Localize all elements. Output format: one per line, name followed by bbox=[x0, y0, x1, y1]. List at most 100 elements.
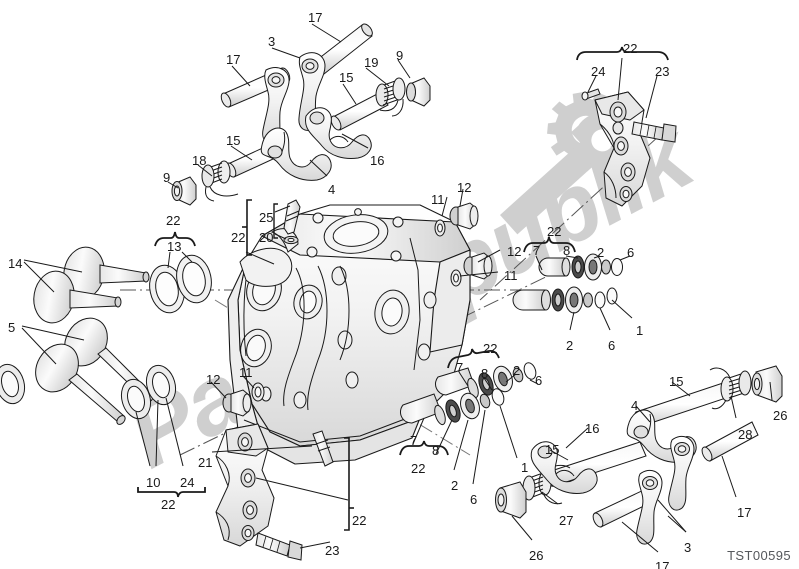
callout-4: 4 bbox=[631, 398, 639, 413]
plug-12-lower bbox=[222, 389, 252, 417]
leader-lines bbox=[21, 23, 773, 553]
rocker-arm-3-upper bbox=[298, 52, 326, 131]
spring-28 bbox=[709, 367, 752, 410]
callout-12: 12 bbox=[206, 372, 221, 387]
callout-23: 23 bbox=[325, 543, 340, 558]
cam-bearing-bracket-bottom bbox=[215, 423, 275, 547]
callout-22: 22 bbox=[411, 461, 426, 476]
shift-fork-16 bbox=[305, 107, 372, 159]
callout-6: 6 bbox=[627, 245, 635, 260]
cam-tunnel-ribs bbox=[243, 237, 421, 443]
bolt-23-top bbox=[631, 121, 677, 143]
callout-4: 4 bbox=[328, 182, 336, 197]
callout-20: 20 bbox=[259, 230, 274, 245]
callout-11: 11 bbox=[504, 268, 518, 283]
callout-21: 21 bbox=[198, 455, 213, 470]
rocker-shaft-17-br-upper bbox=[701, 421, 759, 462]
callout-8: 8 bbox=[432, 443, 440, 458]
valve-14-upper bbox=[63, 246, 150, 300]
callout-11: 11 bbox=[239, 365, 253, 380]
callout-22: 22 bbox=[352, 513, 367, 528]
callout-15: 15 bbox=[226, 133, 241, 148]
rocker-arm-3-br-upper bbox=[668, 435, 695, 511]
callout-22: 22 bbox=[483, 341, 498, 356]
callout-6: 6 bbox=[470, 492, 478, 507]
callout-8: 8 bbox=[481, 366, 489, 381]
callout-25: 25 bbox=[259, 210, 274, 225]
washer-20 bbox=[283, 235, 299, 245]
shift-fork-16-br bbox=[530, 441, 598, 494]
callout-22: 22 bbox=[161, 497, 176, 512]
callout-28: 28 bbox=[738, 427, 753, 442]
seal-ring-10-lower bbox=[120, 378, 152, 420]
callout-7: 7 bbox=[456, 360, 464, 375]
callout-22: 22 bbox=[623, 41, 638, 56]
callout-2: 2 bbox=[513, 363, 521, 378]
plug-11-mid bbox=[450, 269, 462, 287]
callout-23: 23 bbox=[655, 64, 670, 79]
shift-fork-4-top bbox=[260, 127, 332, 181]
callout-12: 12 bbox=[507, 244, 522, 259]
callout-11: 11 bbox=[431, 192, 445, 207]
callout-24: 24 bbox=[591, 64, 606, 79]
plug-11-lower bbox=[251, 382, 265, 402]
return-spring-19 bbox=[375, 77, 406, 117]
callout-6: 6 bbox=[535, 373, 543, 388]
group-braces bbox=[137, 46, 669, 531]
callout-7: 7 bbox=[533, 243, 541, 258]
fork-shaft-15-right bbox=[330, 91, 389, 131]
callout-14: 14 bbox=[8, 256, 23, 271]
plug-12-upper bbox=[449, 202, 479, 230]
callout-6: 6 bbox=[608, 338, 616, 353]
callout-12: 12 bbox=[457, 180, 472, 195]
callout-2: 2 bbox=[597, 245, 605, 260]
dowel-pin-21 bbox=[312, 430, 334, 467]
callout-22: 22 bbox=[231, 230, 246, 245]
o-ring-13-left bbox=[149, 264, 185, 314]
diagram-code: TST00595 bbox=[727, 548, 791, 563]
callout-22: 22 bbox=[166, 213, 181, 228]
callout-13: 13 bbox=[167, 239, 182, 254]
callout-22: 22 bbox=[547, 224, 562, 239]
retaining-clip-24 bbox=[581, 88, 601, 101]
stud-25 bbox=[283, 199, 301, 235]
bush-26-upper-right bbox=[751, 365, 783, 403]
callout-5: 5 bbox=[8, 320, 16, 335]
plug-11-upper bbox=[434, 219, 446, 237]
valve-14-lower bbox=[33, 270, 122, 324]
callout-27: 27 bbox=[559, 513, 574, 528]
callout-15: 15 bbox=[545, 442, 560, 457]
bush-26-lower bbox=[495, 481, 527, 519]
callout-26: 26 bbox=[773, 408, 788, 423]
callout-17: 17 bbox=[655, 559, 670, 569]
callout-17: 17 bbox=[308, 10, 323, 25]
callout-8: 8 bbox=[563, 243, 571, 258]
callout-1: 1 bbox=[521, 460, 529, 475]
callout-2: 2 bbox=[451, 478, 459, 493]
bolt-23-bottom bbox=[255, 532, 303, 561]
rocker-arm-3-br-lower bbox=[636, 469, 663, 545]
end-cap-9-left bbox=[171, 176, 197, 206]
callout-9: 9 bbox=[163, 170, 171, 185]
callout-15: 15 bbox=[669, 374, 684, 389]
callout-16: 16 bbox=[370, 153, 385, 168]
seal-ring-24-upper bbox=[145, 364, 177, 406]
callout-9: 9 bbox=[396, 48, 404, 63]
cam-pin-stack-lower-b bbox=[399, 388, 505, 426]
cam-pin-stack-upper-b bbox=[512, 286, 618, 314]
callout-18: 18 bbox=[192, 153, 207, 168]
valve-5-lower bbox=[35, 343, 126, 425]
end-cap-9-right bbox=[406, 77, 431, 107]
callout-16: 16 bbox=[585, 421, 600, 436]
callout-26: 26 bbox=[529, 548, 544, 563]
cam-pin-stack-upper-a bbox=[538, 253, 623, 281]
callout-15: 15 bbox=[339, 70, 354, 85]
callout-7: 7 bbox=[410, 433, 418, 448]
callout-10: 10 bbox=[146, 475, 161, 490]
callout-17: 17 bbox=[737, 505, 752, 520]
callout-3: 3 bbox=[684, 540, 692, 555]
callout-1: 1 bbox=[636, 323, 644, 338]
callout-17: 17 bbox=[226, 52, 241, 67]
